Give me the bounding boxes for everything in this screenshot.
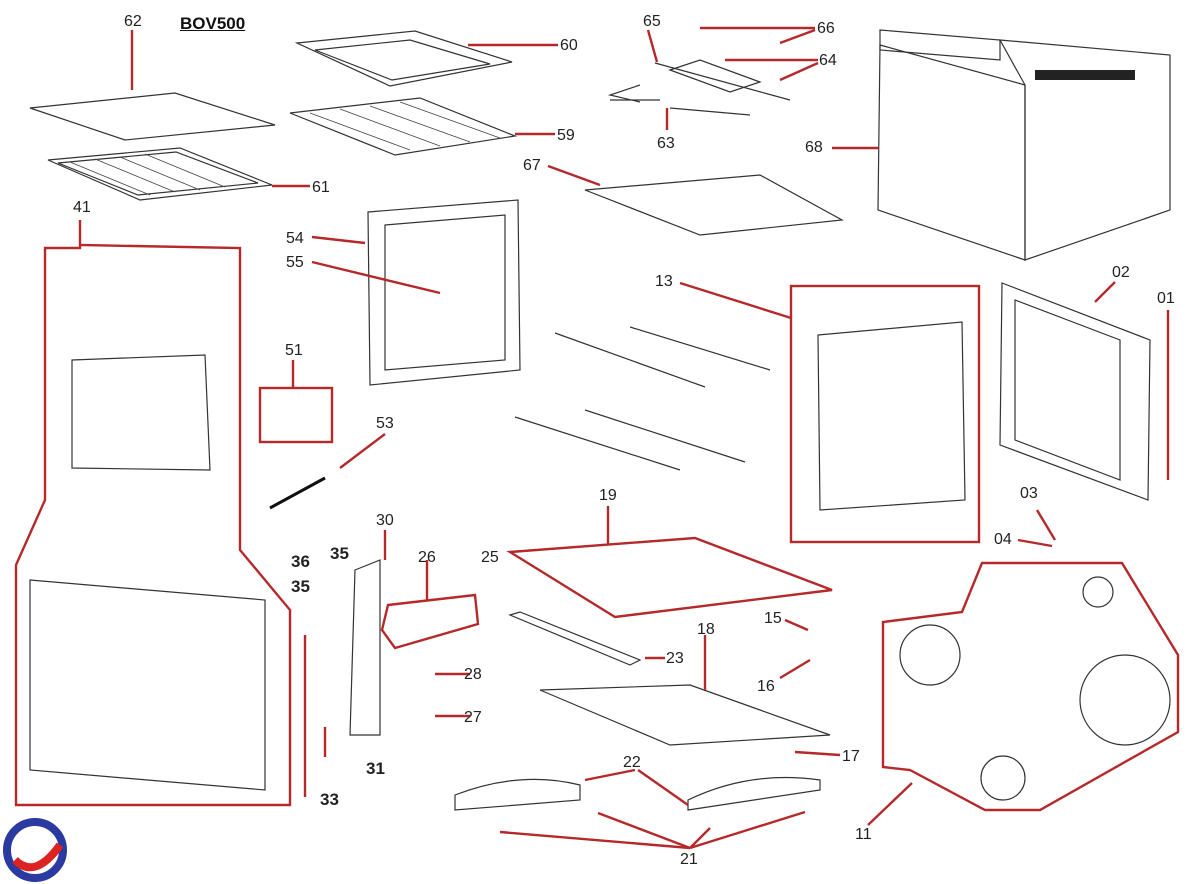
part-02-side-panel [999,281,1170,501]
callout-66: 66 [817,20,835,37]
part-26-switch-group [380,560,480,650]
heating-elements [514,326,771,471]
callout-16: 16 [757,678,775,695]
brand-logo [3,818,67,882]
callout-15: 15 [764,610,782,627]
callout-28: 28 [464,666,482,683]
part-59-wire-rack [289,97,555,156]
callout-22: 22 [623,754,641,771]
callout-61: 61 [312,179,330,196]
part-03-04-lamp [435,509,1057,718]
callout-23: 23 [666,650,684,667]
part-68-outer-casing [832,29,1171,261]
part-51-hinge-kit [258,360,334,444]
callout-53: 53 [376,415,394,432]
callout-17: 17 [842,748,860,765]
callout-59: 59 [557,127,575,144]
callout-62: 62 [124,13,142,30]
callout-51: 51 [285,342,303,359]
callout-67: 67 [523,157,541,174]
callout-64: 64 [819,52,837,69]
callout-21: 21 [680,851,698,868]
callout-30: 30 [376,512,394,529]
part-11-fan-motor-group [867,561,1180,826]
part-61-grill-rack [47,147,310,201]
callout-35-upper: 35 [330,544,349,563]
part-18-base-plate [539,635,841,757]
callout-18: 18 [697,621,715,638]
model-title: BOV500 [180,14,246,33]
callout-02: 02 [1112,264,1130,281]
callout-60: 60 [560,37,578,54]
callout-25: 25 [481,549,499,566]
part-19-bottom-tray-group [506,506,833,619]
part-41-door-group [14,220,292,807]
callout-01: 01 [1157,290,1175,307]
callout-65: 65 [643,13,661,30]
part-60-baking-tray [294,30,558,87]
callout-13: 13 [655,273,673,290]
callout-31: 31 [366,759,385,778]
part-23-rail [508,611,665,666]
callout-33: 33 [320,790,339,809]
callout-03: 03 [1020,485,1038,502]
callout-63: 63 [657,135,675,152]
part-15-16-feet [779,618,811,680]
part-67-frame [547,164,844,236]
callout-04: 04 [994,531,1012,548]
callout-41: 41 [73,199,91,216]
callout-35-lower: 35 [291,577,310,596]
callout-27: 27 [464,709,482,726]
callout-55: 55 [286,254,304,271]
callout-11: 11 [855,826,872,843]
callout-68: 68 [805,139,823,156]
part-53-spring [269,433,386,510]
part-30-control-panel [303,530,387,797]
part-63-66-rotisserie [607,26,819,130]
callout-26: 26 [418,549,436,566]
callout-36: 36 [291,552,310,571]
part-21-22-base-supports [454,768,821,850]
callout-19: 19 [599,487,617,504]
callout-54: 54 [286,230,304,247]
part-13-back-panel-group [679,281,981,544]
part-62-crumb-tray [29,30,276,141]
part-54-side-panel [311,199,521,386]
